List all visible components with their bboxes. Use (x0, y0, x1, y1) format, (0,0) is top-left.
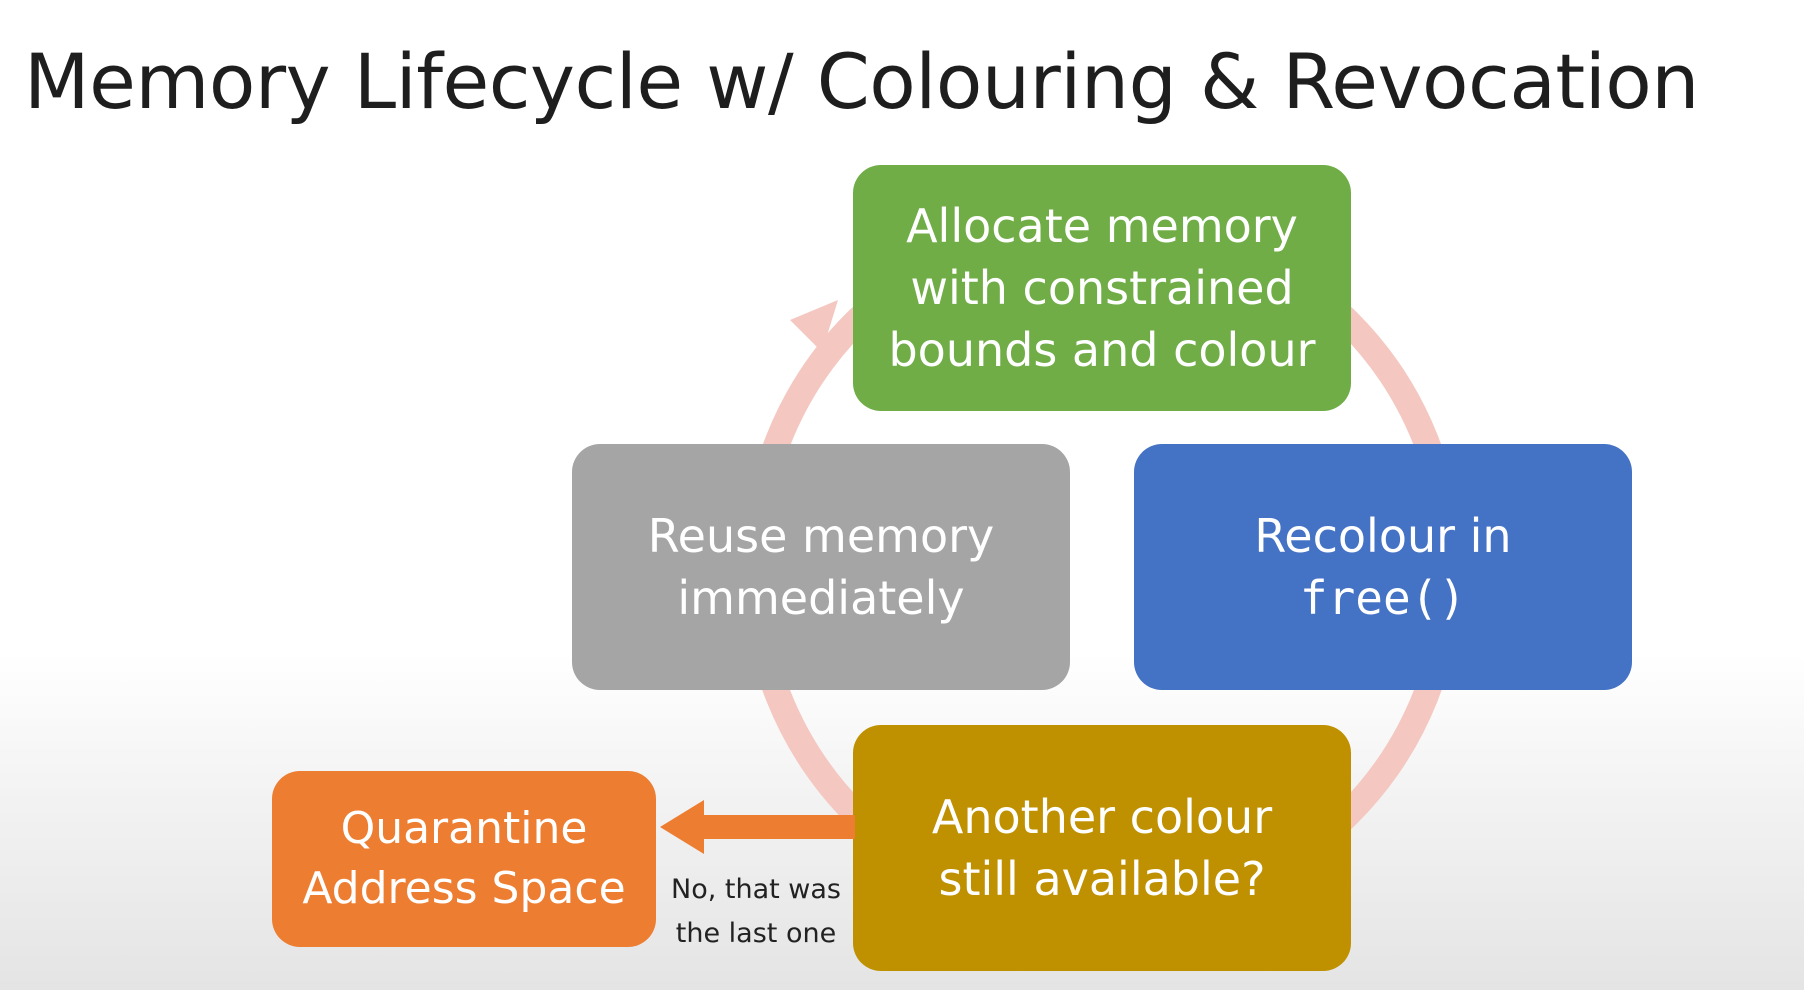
step-reuse-memory: Reuse memory immediately (572, 444, 1070, 690)
slide-title: Memory Lifecycle w/ Colouring & Revocati… (24, 37, 1699, 126)
exit-arrow-label-line-1: No, that was (671, 874, 841, 905)
step-quarantine-line-1: Quarantine (340, 803, 588, 854)
step-reuse-line-1: Reuse memory (647, 509, 995, 563)
step-recolour-in-free: Recolour in free() (1134, 444, 1632, 690)
step-allocate-memory: Allocate memory with constrained bounds … (853, 165, 1351, 411)
exit-arrow-label: No, that was the last one (656, 868, 856, 956)
step-another-colour-check: Another colour still available? (853, 725, 1351, 971)
step-another-line-1: Another colour (931, 790, 1273, 844)
step-quarantine-address-space: Quarantine Address Space (272, 771, 656, 947)
step-recolour-line-1: Recolour in (1254, 509, 1512, 563)
step-another-line-2: still available? (938, 852, 1266, 906)
step-quarantine-line-2: Address Space (302, 863, 626, 914)
exit-arrow-label-line-2: the last one (675, 918, 837, 949)
step-allocate-line-2: with constrained (910, 261, 1294, 315)
step-allocate-line-1: Allocate memory (906, 199, 1298, 253)
step-reuse-line-2: immediately (677, 571, 965, 625)
cycle-ring-arrowhead (790, 300, 838, 352)
step-recolour-code: free() (1299, 571, 1467, 625)
step-allocate-line-3: bounds and colour (888, 323, 1316, 377)
